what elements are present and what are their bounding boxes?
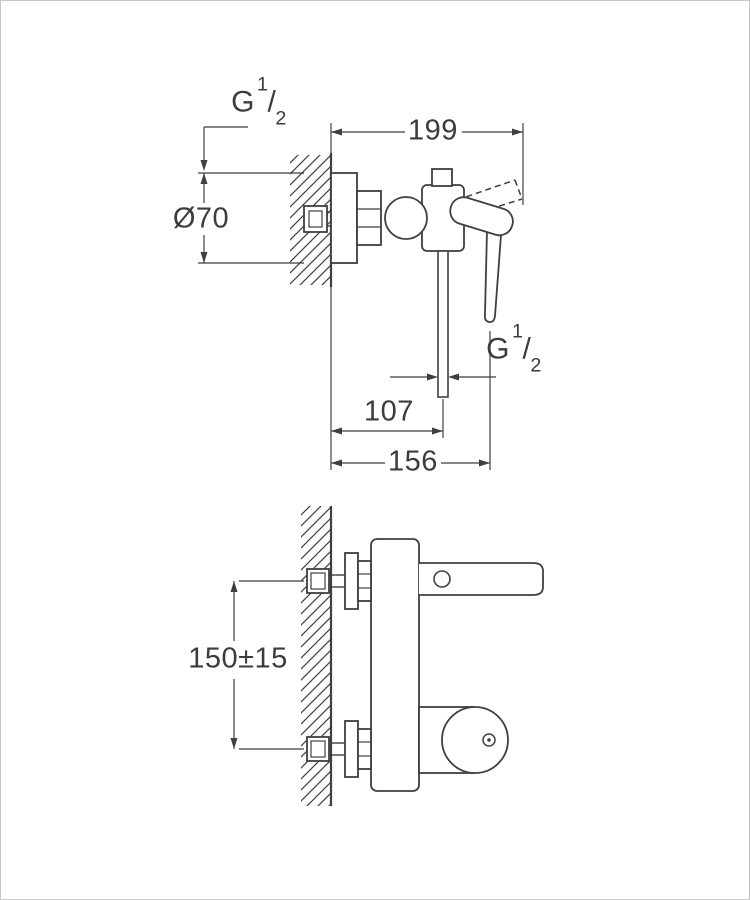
diverter-knob bbox=[431, 168, 453, 187]
spout-arm bbox=[419, 562, 544, 596]
lever-head bbox=[449, 196, 514, 237]
thread-size-label-outlet: G1/2 bbox=[486, 321, 542, 376]
lever-shaft bbox=[483, 228, 502, 324]
outlet-cylinder bbox=[418, 706, 509, 774]
thread-slash: / bbox=[267, 85, 277, 119]
thread-slash: / bbox=[522, 332, 532, 366]
dimension-label-107: 107 bbox=[364, 395, 414, 428]
spout-arm-hole bbox=[433, 570, 451, 588]
dimension-156 bbox=[331, 331, 491, 470]
lower-inlet-connection bbox=[306, 720, 372, 778]
outlet-pipe bbox=[437, 250, 449, 398]
thread-numerator: 1 bbox=[511, 320, 524, 343]
union-nut-side bbox=[356, 190, 382, 246]
thread-denominator: 2 bbox=[530, 354, 542, 377]
dimension-label-150: 150±15 bbox=[188, 642, 288, 675]
dimension-label-156: 156 bbox=[388, 445, 438, 478]
side-view bbox=[198, 123, 524, 470]
inlet-pipe-section bbox=[303, 205, 331, 233]
leader-thread-top bbox=[200, 126, 248, 171]
mixer-body-front bbox=[370, 538, 420, 792]
ball-joint bbox=[384, 196, 428, 240]
thread-size-label-top: G1/2 bbox=[231, 74, 287, 129]
dimension-107 bbox=[331, 399, 444, 438]
upper-inlet-connection bbox=[306, 552, 372, 610]
dimension-199 bbox=[331, 123, 524, 205]
escutcheon-side bbox=[330, 172, 358, 264]
front-view bbox=[230, 506, 544, 806]
thread-denominator: 2 bbox=[275, 107, 287, 130]
dimension-dia70 bbox=[198, 172, 304, 264]
thread-prefix: G bbox=[231, 85, 255, 119]
thread-prefix: G bbox=[486, 332, 510, 366]
dimension-150 bbox=[230, 580, 304, 750]
leader-thread-outlet bbox=[390, 373, 496, 381]
dimension-label-199: 199 bbox=[408, 114, 458, 147]
dimension-label-dia70: Ø70 bbox=[172, 202, 230, 235]
thread-numerator: 1 bbox=[256, 73, 269, 96]
